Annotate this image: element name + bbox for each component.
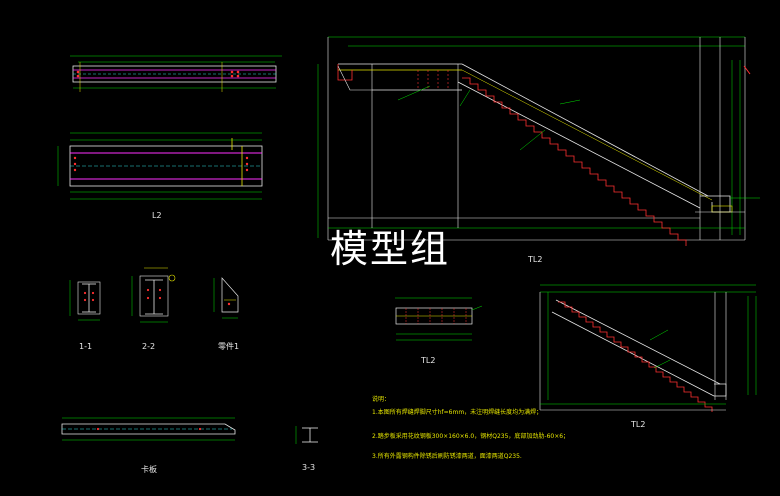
note-item-1: 1.本图所有焊缝焊脚尺寸hf=6mm，未注明焊缝长度均为满焊； bbox=[372, 408, 542, 416]
notes-title: 说明： bbox=[372, 395, 390, 403]
note-item-2: 2.踏步板采用花纹钢板300×160×6.0，钢材Q235，底部加劲肋-60×6… bbox=[372, 432, 569, 440]
bottom-left-plate bbox=[61, 417, 236, 441]
beam-l2-elevation bbox=[57, 132, 263, 200]
section-3-3 bbox=[295, 426, 318, 444]
notes-block: 说明： 1.本图所有焊缝焊脚尺寸hf=6mm，未注明焊缝长度均为满焊； 2.踏步… bbox=[372, 395, 569, 460]
label-tl2-mid: TL2 bbox=[420, 356, 435, 365]
label-3-3: 3-3 bbox=[302, 463, 315, 472]
label-2-2: 2-2 bbox=[142, 342, 155, 351]
watermark: 模型组 bbox=[330, 227, 450, 271]
section-1-1 bbox=[69, 280, 101, 321]
label-1-1: 1-1 bbox=[79, 342, 92, 351]
note-item-3: 3.所有外露钢构件除锈后刷防锈漆两道，面漆两道Q235. bbox=[372, 452, 522, 460]
label-tl2-main: TL2 bbox=[527, 255, 542, 264]
stair-tl2-right bbox=[539, 284, 757, 412]
stair-tl2-main bbox=[317, 36, 760, 246]
label-bottom-left: 卡板 bbox=[141, 464, 157, 474]
label-tl2-right: TL2 bbox=[630, 420, 645, 429]
label-part-1: 零件1 bbox=[218, 341, 239, 351]
part-1-detail bbox=[213, 277, 239, 319]
label-l2-top: L2 bbox=[152, 211, 162, 220]
section-2-2 bbox=[131, 267, 176, 323]
beam-l2-top-view bbox=[70, 55, 282, 92]
stair-tl2-plan bbox=[395, 297, 483, 341]
